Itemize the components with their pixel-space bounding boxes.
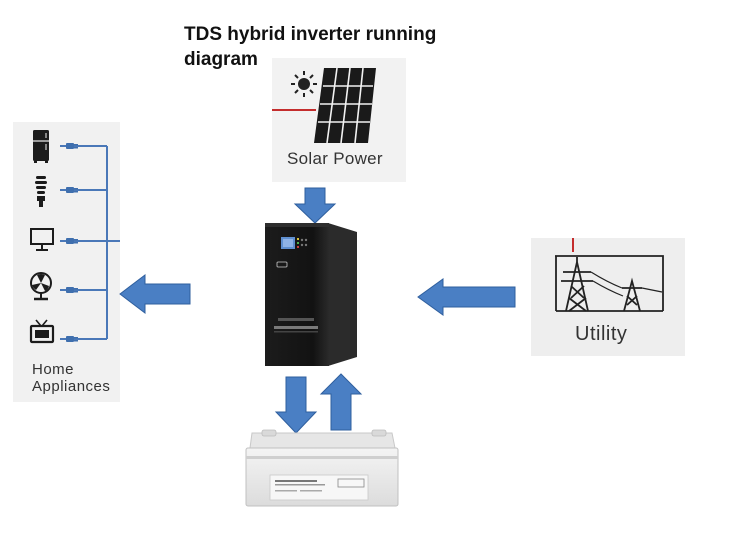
light-bulb-icon <box>35 176 47 207</box>
arrow-battery-to-inverter <box>319 373 363 431</box>
arrow-solar-to-inverter <box>293 187 337 224</box>
solar-power-label: Solar Power <box>287 149 383 168</box>
home-label-line2: Appliances <box>32 378 111 395</box>
home-appliances-card <box>13 122 120 402</box>
fan-icon <box>30 272 52 301</box>
sun-icon <box>291 71 317 97</box>
monitor-icon <box>30 228 54 251</box>
power-pylon-icon <box>555 255 664 312</box>
arrow-utility-to-inverter <box>417 278 516 316</box>
battery-label-plate <box>269 474 369 501</box>
solar-panel-icon <box>314 67 376 144</box>
inverter-display <box>281 237 308 249</box>
plug-icons <box>66 143 78 342</box>
home-appliances-label: Home Appliances <box>32 361 110 395</box>
inverter-nameplate <box>274 318 318 333</box>
tv-icon <box>29 319 55 344</box>
diagram-title: TDS hybrid inverter running diagram <box>184 24 437 70</box>
arrow-inverter-to-battery <box>274 376 318 434</box>
utility-label: Utility <box>575 323 628 345</box>
inverter-cabinet <box>265 223 357 366</box>
arrow-inverter-to-home <box>119 273 191 315</box>
battery <box>245 429 399 507</box>
refrigerator-icon <box>33 130 49 163</box>
inverter-logo <box>276 261 288 268</box>
home-label-line1: Home <box>32 361 75 378</box>
